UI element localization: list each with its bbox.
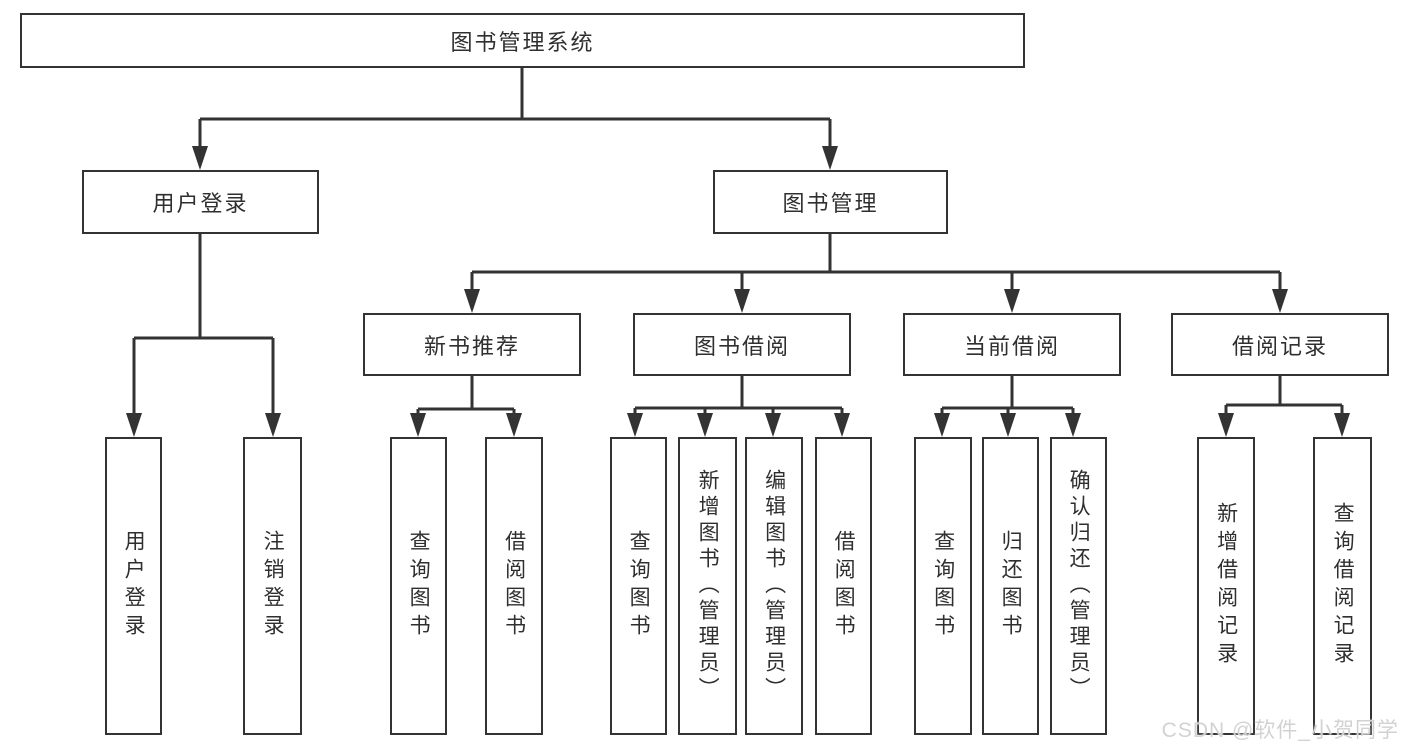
node-user-login: 用户登录 (82, 170, 319, 234)
leaf-edit-books-admin: 编辑图书（管理员） (745, 437, 803, 735)
node-book-management: 图书管理 (713, 170, 948, 234)
node-book-borrowing: 图书借阅 (633, 313, 851, 376)
leaf-logout: 注销登录 (243, 437, 302, 735)
node-borrow-records: 借阅记录 (1171, 313, 1389, 376)
leaf-borrow-books-2: 借阅图书 (815, 437, 872, 735)
leaf-add-borrow-record: 新增借阅记录 (1197, 437, 1255, 735)
node-new-book-recommend: 新书推荐 (363, 313, 581, 376)
node-current-borrowing: 当前借阅 (903, 313, 1121, 376)
arrowhead-down-icons (126, 146, 1350, 437)
leaf-borrow-books-1: 借阅图书 (485, 437, 543, 735)
leaf-query-borrow-record: 查询借阅记录 (1313, 437, 1372, 735)
node-library-management-system: 图书管理系统 (20, 13, 1025, 68)
leaf-user-login: 用户登录 (105, 437, 162, 735)
leaf-add-books-admin: 新增图书（管理员） (678, 437, 737, 735)
csdn-watermark: CSDN @软件_小贺同学 (1161, 719, 1399, 742)
leaf-query-books-2: 查询图书 (610, 437, 667, 735)
leaf-confirm-return-admin: 确认归还（管理员） (1050, 437, 1107, 735)
leaf-return-books: 归还图书 (982, 437, 1039, 735)
leaf-query-books-3: 查询图书 (914, 437, 972, 735)
connector-lines (132, 68, 1344, 433)
leaf-query-books-1: 查询图书 (390, 437, 447, 735)
